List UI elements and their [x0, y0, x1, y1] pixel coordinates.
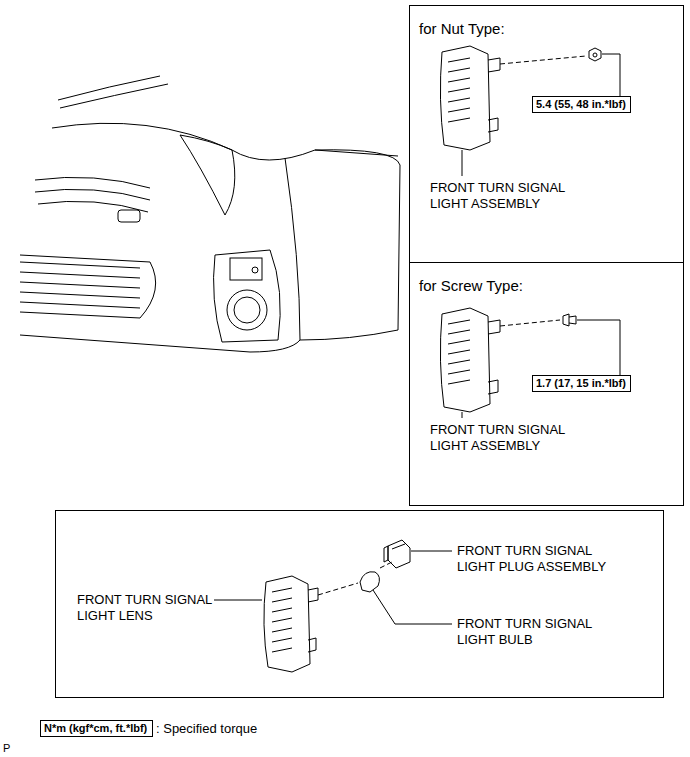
lens-ridges [272, 588, 292, 652]
screw-symbol [563, 314, 576, 326]
bumper-outline [300, 330, 398, 340]
part-name: FRONT TURN SIGNAL LIGHT ASSEMBLY [430, 180, 590, 212]
torque-spec-box: 5.4 (55, 48 in.*lbf) [532, 96, 631, 113]
panel-heading: for Nut Type: [419, 20, 683, 38]
part-name: FRONT TURN SIGNAL LIGHT BULB [457, 616, 617, 648]
leader-line [577, 320, 620, 376]
lamp-lens-ridges [448, 320, 470, 384]
fog-light-housing [214, 250, 281, 342]
legend-text: : Specified torque [156, 721, 257, 737]
leader-line [411, 551, 452, 552]
plug-socket-ring [384, 546, 388, 562]
grille-slat [35, 189, 150, 200]
torque-value: 5.4 (55, 48 in.*lbf) [536, 98, 627, 111]
leader-line [373, 590, 452, 624]
bumper-outline [20, 158, 300, 352]
leader-line [462, 412, 463, 418]
nut-type-panel: for Nut Type: 5.4 (55, 48 in.*lbf) [409, 5, 684, 263]
leader-line [462, 150, 463, 176]
grille-slat [20, 302, 140, 308]
hood-line [52, 123, 232, 150]
fender-outline [315, 150, 400, 330]
lamp-lens-ridges [448, 58, 470, 122]
screw-type-illustration [440, 308, 620, 418]
front-bumper-illustration [20, 76, 400, 352]
torque-value: N*m (kgf*cm, ft.*lbf) [44, 722, 149, 735]
turn-signal-lamp [440, 308, 490, 412]
lens-bulb-illustration [56, 511, 664, 698]
fog-light [227, 290, 267, 330]
leader-line [602, 54, 620, 96]
torque-spec-box: 1.7 (17, 15 in.*lbf) [532, 375, 631, 392]
assembly-direction [500, 56, 586, 64]
lamp-tab [488, 58, 500, 132]
nut-hole [593, 53, 597, 57]
assembly-direction [318, 562, 392, 595]
turn-signal-opening [230, 258, 262, 280]
legend-torque-box: N*m (kgf*cm, ft.*lbf) [40, 720, 153, 737]
nut-symbol [589, 48, 601, 61]
assembly-direction [500, 320, 560, 326]
leader-line [214, 600, 262, 601]
part-name: FRONT TURN SIGNAL LIGHT LENS [77, 592, 237, 624]
screw-type-panel: for Screw Type: 1.7 (17, 15 in.*lbf) [409, 262, 684, 506]
clip [252, 267, 258, 273]
torque-value: 1.7 (17, 15 in.*lbf) [536, 377, 627, 390]
tow-hook-cover [118, 210, 140, 222]
panel-heading: for Screw Type: [419, 277, 683, 295]
part-name: FRONT TURN SIGNAL LIGHT PLUG ASSEMBLY [457, 543, 617, 575]
fog-light [234, 297, 260, 323]
grille-slat [20, 262, 140, 268]
lens-socket-tab [308, 588, 318, 652]
grille-frame [20, 255, 156, 318]
hood-line [232, 150, 398, 160]
part-name: FRONT TURN SIGNAL LIGHT ASSEMBLY [430, 422, 590, 454]
grille-slat [20, 272, 140, 278]
lamp-tab [488, 320, 500, 394]
windshield-edge [60, 84, 168, 108]
detail-panel-frame [56, 511, 664, 698]
bulb-symbol [360, 572, 379, 592]
grille-slat [20, 292, 140, 298]
grille-slat [35, 177, 150, 188]
grille-slat [20, 282, 140, 288]
turn-signal-lamp [440, 46, 490, 150]
headlight-outline [180, 135, 235, 215]
turn-signal-lens [264, 576, 310, 672]
plug-symbol [388, 540, 410, 568]
page-mark: P [3, 742, 10, 755]
